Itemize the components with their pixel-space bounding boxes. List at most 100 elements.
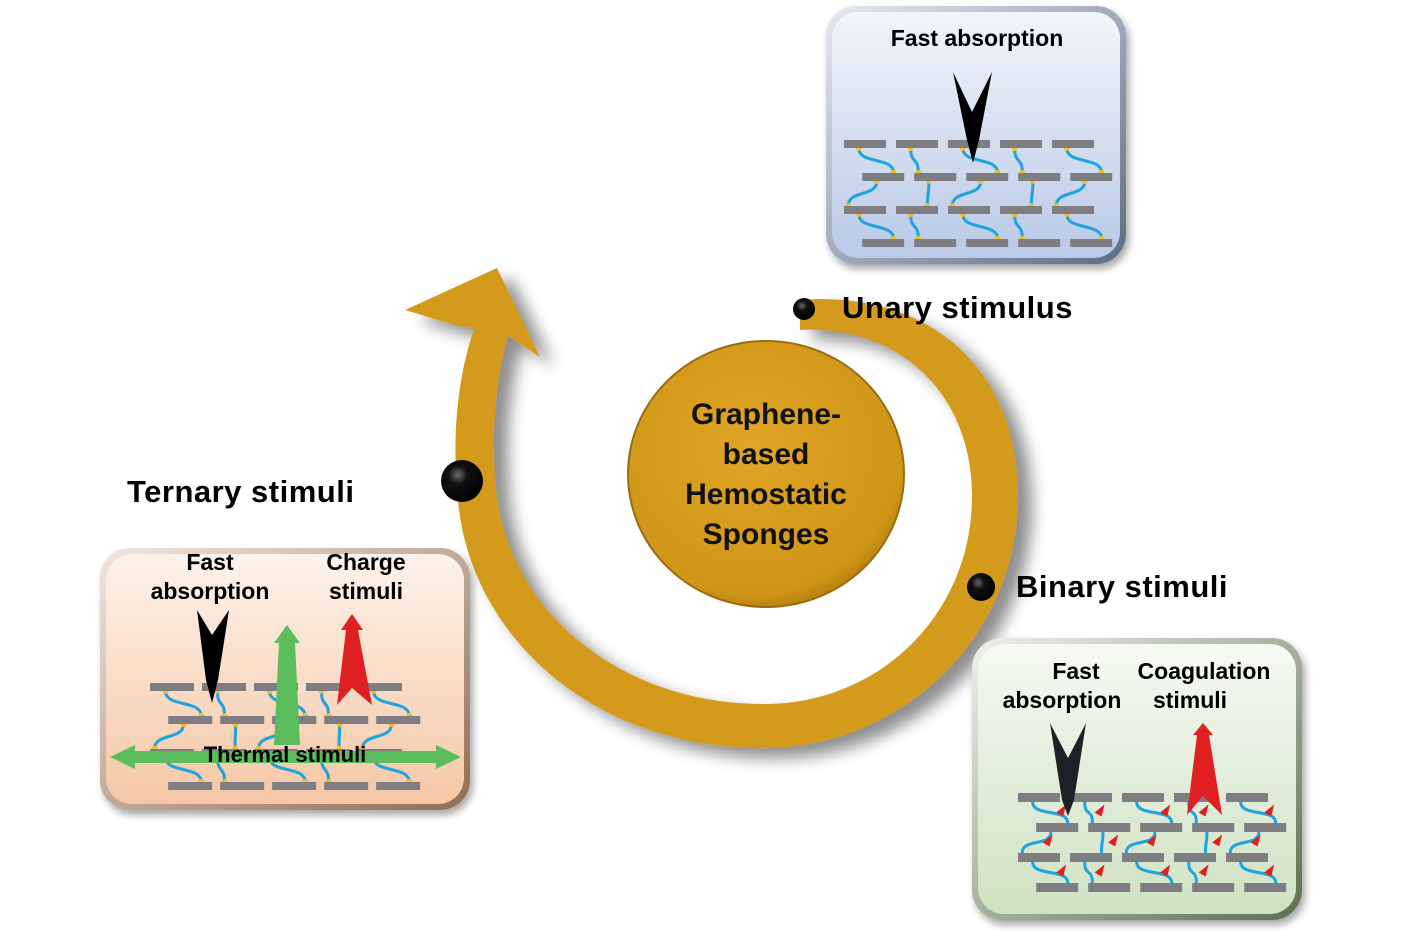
- binary-absorption-label-line-1: Fast: [1052, 658, 1100, 684]
- graphene-sheet: [1000, 140, 1042, 148]
- polymer-chain: [152, 723, 186, 750]
- coagulation-marker: [1094, 804, 1105, 817]
- polymer-chain: [1239, 861, 1278, 884]
- polymer-chain: [961, 147, 1000, 174]
- polymer-chain: [337, 723, 342, 750]
- spiral-arrow: [405, 268, 1019, 749]
- unary-absorption-arrow-icon: [953, 72, 992, 163]
- polymer-chain: [1239, 801, 1278, 824]
- ternary-thermal-label: Thermal stimuli: [203, 742, 367, 767]
- ternary-charge-arrow-icon: [337, 614, 372, 705]
- graphene-sheet: [1036, 823, 1079, 832]
- ternary-absorption-arrow-icon: [197, 610, 229, 703]
- graphene-sheet: [202, 683, 246, 691]
- coagulation-marker: [1042, 834, 1053, 847]
- polymer-chain: [233, 723, 238, 750]
- binary-absorption-label: Fast absorption: [982, 657, 1142, 715]
- coagulation-marker: [1198, 804, 1209, 817]
- binary-absorption-arrow-icon: [1050, 723, 1086, 816]
- graphene-sheet: [1244, 883, 1287, 892]
- coagulation-marker: [1160, 804, 1171, 817]
- graphene-sheet: [220, 716, 265, 724]
- binary-panel: [972, 638, 1302, 920]
- coagulation-marker: [1264, 804, 1275, 817]
- graphene-sheet: [1192, 883, 1235, 892]
- graphene-sheet: [1088, 823, 1131, 832]
- polymer-chain: [857, 147, 896, 174]
- graphene-sheet: [1070, 239, 1113, 247]
- ternary-stage-marker: [441, 460, 483, 502]
- ternary-absorption-label-line-2: absorption: [150, 578, 270, 604]
- graphene-sheet: [220, 782, 265, 790]
- polymer-chain: [961, 213, 1000, 240]
- polymer-chain: [1083, 861, 1094, 884]
- graphene-sheet: [376, 782, 421, 790]
- coagulation-marker: [1108, 834, 1119, 847]
- graphene-sheet: [1018, 793, 1060, 802]
- polymer-chain: [909, 213, 920, 240]
- center-title-line-2: based: [722, 438, 810, 471]
- unary-lattice: [844, 140, 1113, 247]
- polymer-chain: [1100, 831, 1105, 854]
- binary-coagulation-label-line-2: stimuli: [1152, 687, 1228, 713]
- polymer-chain: [319, 690, 331, 717]
- polymer-chain: [1065, 147, 1104, 174]
- coagulation-marker: [1056, 804, 1067, 817]
- graphene-sheet: [1070, 853, 1112, 862]
- graphene-sheet: [168, 782, 213, 790]
- ternary-thermal-vertical-arrow-icon: [274, 625, 300, 745]
- graphene-sheet: [862, 173, 905, 181]
- binary-stage-marker: [967, 573, 995, 601]
- polymer-chain: [1228, 831, 1261, 854]
- graphene-sheet: [150, 683, 194, 691]
- unary-panel-title: Fast absorption: [890, 25, 1064, 51]
- graphene-sheet: [966, 239, 1009, 247]
- polymer-chain: [857, 213, 896, 240]
- polymer-chain: [846, 180, 879, 207]
- graphene-sheet: [844, 206, 886, 214]
- graphene-sheet: [324, 716, 369, 724]
- coagulation-marker: [1212, 834, 1223, 847]
- graphene-sheet: [1018, 853, 1060, 862]
- graphene-sheet: [324, 782, 369, 790]
- graphene-sheet: [966, 173, 1009, 181]
- ternary-charge-label-line-2: stimuli: [328, 578, 404, 604]
- graphene-sheet: [1070, 173, 1113, 181]
- center-title: Graphene- based Hemostatic Sponges: [628, 395, 904, 555]
- graphene-sheet: [254, 683, 298, 691]
- graphene-sheet: [1244, 823, 1287, 832]
- polymer-chain: [1124, 831, 1157, 854]
- graphene-sheet: [376, 716, 421, 724]
- graphene-sheet: [1000, 206, 1042, 214]
- ternary-thermal-horizontal-arrow-icon: [110, 745, 461, 769]
- polymer-chain: [1013, 147, 1024, 174]
- polymer-chain: [1204, 831, 1209, 854]
- polymer-chain: [360, 723, 394, 750]
- polymer-chain: [1031, 861, 1070, 884]
- polymer-chain: [1054, 180, 1087, 207]
- polymer-chain: [1031, 801, 1070, 824]
- binary-stage-label: Binary stimuli: [1016, 569, 1228, 604]
- polymer-chain: [1135, 861, 1174, 884]
- graphene-sheet: [1192, 823, 1235, 832]
- spiral-arrowhead: [405, 268, 540, 357]
- polymer-chain: [1065, 213, 1104, 240]
- graphene-sheet: [1018, 173, 1061, 181]
- graphene-sheet: [1140, 823, 1183, 832]
- center-circle: [627, 340, 905, 608]
- coagulation-marker: [1146, 834, 1157, 847]
- ternary-absorption-label: Fast absorption: [130, 548, 290, 606]
- unary-stage-marker: [793, 298, 815, 320]
- graphene-sheet: [862, 239, 905, 247]
- binary-lattice: [1018, 793, 1287, 892]
- polymer-chain: [1020, 831, 1053, 854]
- graphene-sheet: [1052, 140, 1094, 148]
- polymer-chain: [950, 180, 983, 207]
- coagulation-marker: [1264, 864, 1275, 877]
- binary-coagulation-arrow-icon: [1187, 723, 1222, 815]
- polymer-chain: [1135, 801, 1174, 824]
- graphene-sheet: [272, 782, 317, 790]
- binary-coagulation-label: Coagulation stimuli: [1116, 657, 1292, 715]
- graphene-sheet: [914, 239, 957, 247]
